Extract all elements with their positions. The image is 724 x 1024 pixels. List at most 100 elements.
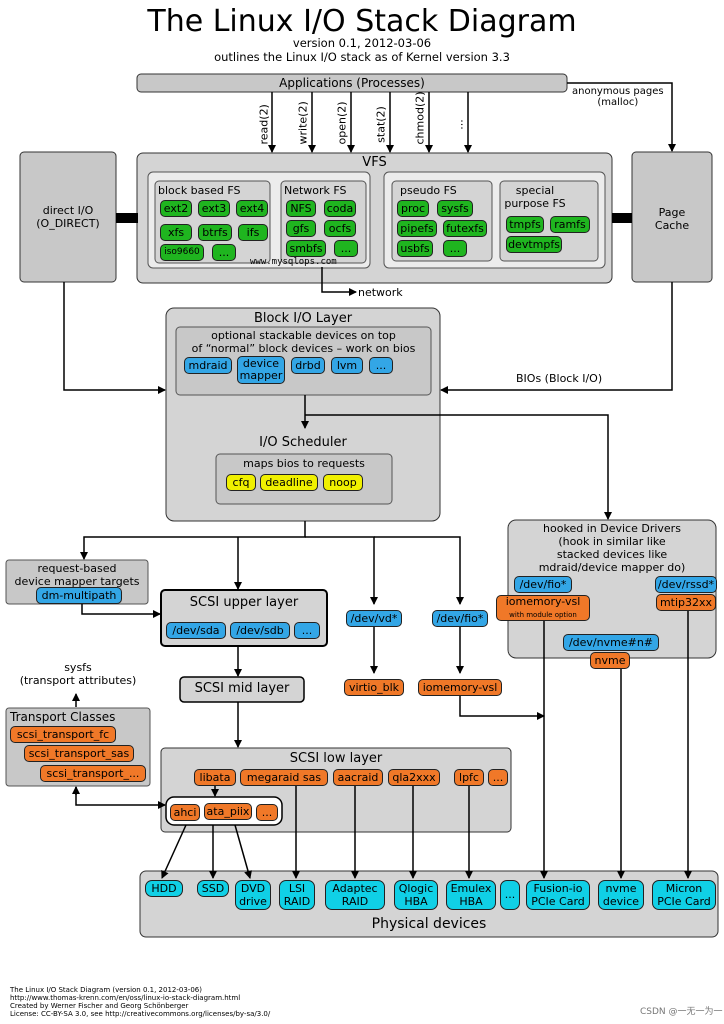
- dev-lvm: lvm: [331, 357, 363, 374]
- phys-qlogic-line1: Qlogic: [398, 882, 434, 895]
- sysfs-label: sysfs (transport attributes): [6, 661, 150, 687]
- anon-line1: anonymous pages: [572, 86, 664, 97]
- dev-drbd: drbd: [291, 357, 325, 374]
- stackable-line2: of “normal” block devices – work on bios: [191, 342, 416, 355]
- driver-mtip32xx: mtip32xx: [656, 594, 716, 611]
- fs-futexfs: futexfs: [443, 220, 487, 237]
- fs-more-pseudo: ...: [443, 240, 467, 257]
- transport-title: Transport Classes: [10, 710, 116, 724]
- driver-virtio-blk: virtio_blk: [344, 679, 404, 696]
- driver-megaraid: megaraid sas: [240, 769, 328, 786]
- hooked-dev-fio: /dev/fio*: [514, 576, 572, 593]
- footer-line2: http://www.thomas-krenn.com/en/oss/linux…: [10, 994, 241, 1002]
- fs-tmpfs: tmpfs: [506, 216, 544, 233]
- fs-coda: coda: [324, 200, 356, 217]
- diagram-title: The Linux I/O Stack Diagram: [147, 4, 577, 39]
- dev-more-block: ...: [369, 357, 393, 374]
- transport-sas: scsi_transport_sas: [24, 745, 134, 762]
- dm-line1: device: [242, 357, 280, 370]
- fs-ext2: ext2: [160, 200, 192, 217]
- fs-iso9660: iso9660: [160, 244, 204, 261]
- driver-qla2xxx: qla2xxx: [388, 769, 440, 786]
- fs-gfs: gfs: [286, 220, 316, 237]
- dev-more-scsi: ...: [294, 622, 320, 639]
- sysfs-line2: (transport attributes): [19, 674, 137, 687]
- fs-proc: proc: [397, 200, 429, 217]
- dm-line2: mapper: [239, 369, 283, 382]
- maps-label: maps bios to requests: [243, 457, 365, 470]
- phys-fusion-io: Fusion-io PCIe Card: [526, 880, 590, 910]
- bios-label: BIOs (Block I/O): [516, 372, 603, 385]
- footer-line3: Created by Werner Fischer and Georg Schö…: [10, 1002, 189, 1010]
- fs-btrfs: btrfs: [198, 224, 232, 241]
- hooked-iomem-label: iomemory-vsl: [505, 595, 581, 608]
- page-cache-line1: Page: [658, 206, 686, 219]
- special-title-line1: special: [515, 184, 555, 197]
- driver-libata: libata: [194, 769, 236, 786]
- dm-multipath: dm-multipath: [36, 587, 122, 604]
- io-scheduler-title: I/O Scheduler: [259, 435, 347, 450]
- hooked-line2: (hook in similar like: [558, 535, 666, 548]
- fs-pipefs: pipefs: [397, 220, 437, 237]
- phys-nvme: nvme device: [598, 880, 644, 910]
- version-text: version 0.1, 2012-03-06: [292, 36, 432, 50]
- block-fs-title: block based FS: [158, 184, 241, 197]
- request-dm-line2: device mapper targets: [14, 575, 140, 588]
- physical-title: Physical devices: [371, 916, 487, 932]
- sched-cfq: cfq: [226, 474, 256, 491]
- phys-hdd: HDD: [145, 880, 183, 897]
- phys-more: ...: [500, 880, 520, 910]
- phys-fusion-line1: Fusion-io: [533, 882, 583, 895]
- fs-nfs: NFS: [286, 200, 316, 217]
- phys-emulex-line1: Emulex: [450, 882, 492, 895]
- direct-io-line2: (O_DIRECT): [36, 217, 100, 230]
- page-cache-label: Page Cache: [632, 206, 712, 232]
- sched-deadline: deadline: [260, 474, 318, 491]
- scsi-upper-title: SCSI upper layer: [189, 595, 299, 610]
- fs-ocfs: ocfs: [324, 220, 356, 237]
- footer-line1: The Linux I/O Stack Diagram (version 0.1…: [10, 986, 202, 994]
- phys-qlogic: Qlogic HBA: [394, 880, 438, 910]
- phys-lsi-line2: RAID: [283, 895, 311, 908]
- csdn-credit: CSDN @一无一为一: [640, 1007, 723, 1017]
- syscall-read: read(2): [257, 104, 271, 145]
- phys-micron-line1: Micron: [665, 882, 703, 895]
- hooked-line4: mdraid/device mapper do): [538, 561, 686, 574]
- page-cache-line2: Cache: [654, 219, 690, 232]
- driver-more-low: ...: [488, 769, 508, 786]
- fs-sysfs: sysfs: [437, 200, 473, 217]
- special-fs-title: special purpose FS: [500, 184, 570, 210]
- phys-qlogic-line2: HBA: [404, 895, 428, 908]
- syscall-chmod: chmod(2): [413, 91, 427, 145]
- anonymous-pages-label: anonymous pages (malloc): [572, 86, 664, 108]
- phys-adaptec-line1: Adaptec: [332, 882, 378, 895]
- phys-lsi: LSI RAID: [279, 880, 315, 910]
- stackable-line1: optional stackable devices on top: [211, 329, 396, 342]
- network-fs-title: Network FS: [284, 184, 347, 197]
- dev-nvme: /dev/nvme#n#: [563, 634, 659, 651]
- fs-ext3: ext3: [198, 200, 230, 217]
- hooked-line1: hooked in Device Drivers: [543, 522, 681, 535]
- special-title-line2: purpose FS: [504, 197, 566, 210]
- driver-nvme: nvme: [590, 652, 630, 669]
- scsi-mid-title: SCSI mid layer: [194, 681, 290, 696]
- fs-usbfs: usbfs: [397, 240, 433, 257]
- syscall-more: ...: [452, 119, 466, 130]
- syscall-stat: stat(2): [374, 106, 388, 143]
- fs-ext4: ext4: [236, 200, 268, 217]
- phys-adaptec: Adaptec RAID: [325, 880, 385, 910]
- dev-sdb: /dev/sdb: [230, 622, 290, 639]
- fs-ramfs: ramfs: [550, 216, 590, 233]
- phys-adaptec-line2: RAID: [341, 895, 369, 908]
- phys-emulex: Emulex HBA: [446, 880, 496, 910]
- driver-lpfc: lpfc: [454, 769, 484, 786]
- dev-device-mapper: device mapper: [237, 356, 285, 384]
- dev-mdraid: mdraid: [184, 357, 232, 374]
- phys-dvd-line2: drive: [239, 895, 267, 908]
- phys-micron-line2: PCIe Card: [657, 895, 711, 908]
- sched-noop: noop: [323, 474, 363, 491]
- anon-line2: (malloc): [597, 97, 639, 108]
- dev-fio: /dev/fio*: [432, 610, 488, 627]
- fs-more-block: ...: [212, 244, 236, 261]
- phys-dvd: DVD drive: [235, 880, 271, 910]
